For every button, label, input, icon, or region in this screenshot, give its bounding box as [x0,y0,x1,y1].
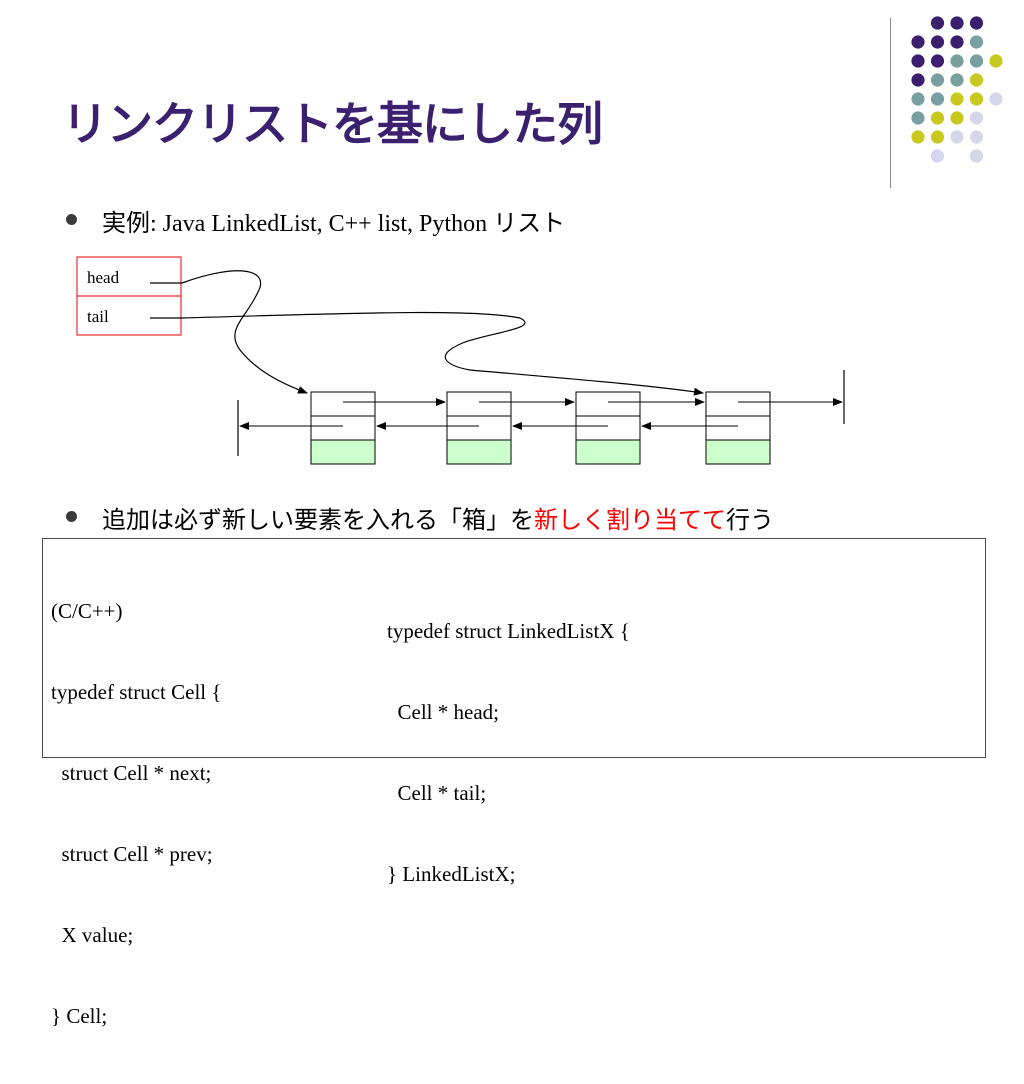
tail-label: tail [87,307,109,326]
decorative-dot [930,111,945,125]
decorative-dot [950,35,964,49]
decorative-dot [911,54,925,68]
code-line: (C/C++) [51,599,123,623]
bullet-dot-icon [66,511,77,522]
decorative-dot [911,130,925,144]
decorative-dot [911,111,925,125]
decorative-dot [950,111,964,125]
list-cell [310,391,376,465]
examples-prefix: 実例 [102,209,150,237]
allocation-highlight: 新しく割り当てて [534,506,726,534]
list-cell [705,391,771,465]
decorative-dot [969,54,984,68]
decorative-dot [950,54,964,68]
bullet-examples: 実例: Java LinkedList, C++ list, Python リス… [66,203,566,238]
bullet-allocation: 追加は必ず新しい要素を入れる「箱」を新しく割り当てて行う [66,500,774,535]
code-line: Cell * head; [387,700,499,724]
divider-line [890,18,891,188]
decorative-dot [911,35,925,49]
allocation-text: 追加は必ず新しい要素を入れる「箱」を [102,506,534,534]
decorative-dot [989,54,1003,68]
decorative-dot [911,73,925,87]
decorative-dot [969,16,984,30]
code-line: Cell * tail; [387,781,487,805]
code-line: struct Cell * prev; [51,842,213,866]
code-line: } Cell; [51,1004,108,1028]
allocation-end: 行う [726,506,774,534]
code-line: struct Cell * next; [51,761,212,785]
decorative-dot [930,130,945,144]
list-cell [446,391,512,465]
decorative-dot [969,35,984,49]
decorative-dot [969,149,984,163]
examples-text: : Java LinkedList, C++ list, Python [150,211,494,237]
decorative-dot [969,111,984,125]
code-line: typedef struct LinkedListX { [387,619,630,643]
decorative-dot [969,92,984,106]
examples-suffix: リスト [493,209,566,237]
decorative-dot [930,16,945,30]
decorative-dot [969,73,984,87]
decorative-dot [930,92,945,106]
decorative-dot [911,92,925,106]
decorative-dot [950,16,964,30]
decorative-dot [930,35,945,49]
code-line: } LinkedListX; [387,862,516,886]
list-struct-box: head tail [76,256,182,336]
code-box: (C/C++) typedef struct Cell { struct Cel… [42,538,986,1028]
decorative-dot-grid [911,16,1003,163]
code-line: X value; [51,923,134,947]
linked-list-diagram: head tail [76,256,845,465]
decorative-dot [969,130,984,144]
decorative-dot [950,130,964,144]
decorative-dot [989,92,1003,106]
decorative-dot [930,73,945,87]
head-label: head [87,268,120,287]
list-cell [575,391,641,465]
bullet-dot-icon [66,214,77,225]
code-line: typedef struct Cell { [51,680,222,704]
decorative-dot [950,92,964,106]
code-cell-struct: (C/C++) typedef struct Cell { struct Cel… [51,544,221,1084]
decorative-dot [930,54,945,68]
code-list-struct: typedef struct LinkedListX { Cell * head… [387,564,630,942]
slide-title: リンクリストを基にした列 [62,97,603,151]
decorative-dot [950,73,964,87]
tail-pointer-arrow [150,311,704,396]
decorative-dot [930,149,945,163]
head-pointer-arrow [150,270,308,394]
